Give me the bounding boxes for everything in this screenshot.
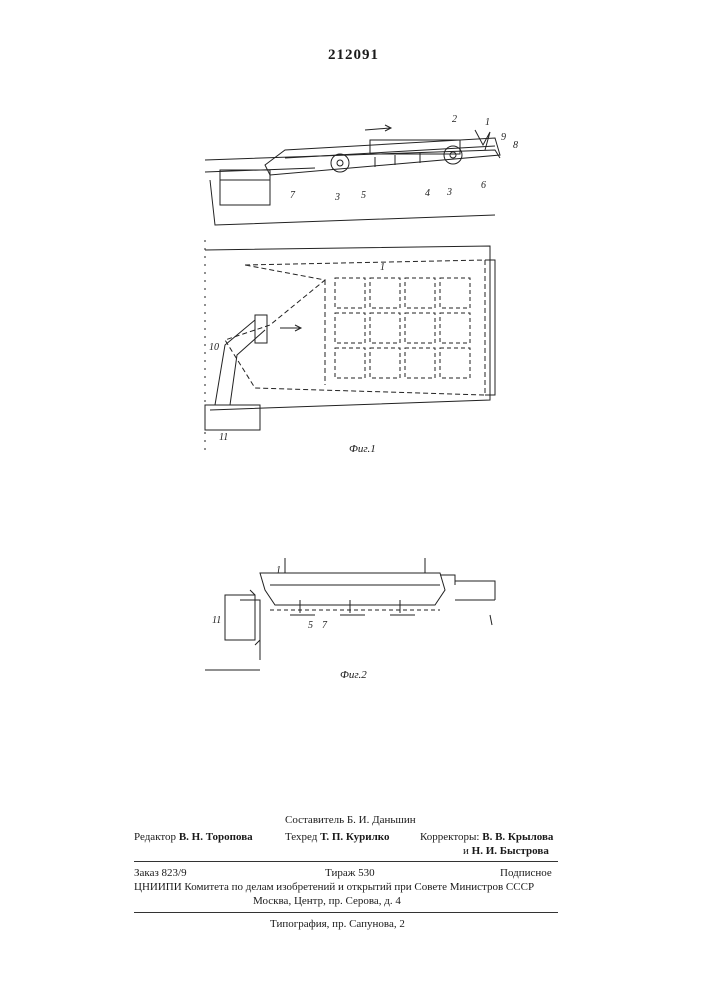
svg-text:6: 6: [481, 180, 486, 191]
corrector-1: В. В. Крылова: [482, 831, 553, 843]
editor-line: Редактор В. Н. Торопова: [134, 830, 253, 845]
address: Москва, Центр, пр. Серова, д. 4: [253, 894, 401, 909]
svg-text:10: 10: [209, 342, 219, 353]
svg-text:3: 3: [446, 187, 452, 198]
corrector-2: Н. И. Быстрова: [472, 845, 549, 857]
figure-2-caption: Фиг.2: [340, 669, 367, 681]
institute: ЦНИИПИ Комитета по делам изобретений и о…: [134, 880, 534, 895]
svg-text:3: 3: [334, 192, 340, 203]
tech-name: Т. П. Курилко: [320, 831, 389, 843]
tech-prefix: Техред: [285, 831, 317, 843]
svg-text:7: 7: [322, 620, 328, 631]
subscription: Подписное: [500, 866, 552, 881]
correctors-prefix: Корректоры:: [420, 831, 479, 843]
svg-text:7: 7: [290, 190, 296, 201]
svg-text:8: 8: [513, 140, 518, 151]
correctors-line: Корректоры: В. В. Крылова: [420, 830, 553, 845]
svg-text:1: 1: [380, 262, 385, 273]
corrector-2-line: и Н. И. Быстрова: [463, 844, 549, 859]
editor-name: В. Н. Торопова: [179, 831, 253, 843]
svg-text:5: 5: [308, 620, 313, 631]
figure-2-drawing: 1 11 5 7: [200, 545, 500, 680]
svg-text:11: 11: [212, 615, 221, 626]
composer-line: Составитель Б. И. Даньшин: [285, 813, 416, 828]
printing-house: Типография, пр. Сапунова, 2: [270, 917, 405, 932]
patent-number: 212091: [0, 47, 707, 64]
print-run: Тираж 530: [325, 866, 375, 881]
svg-text:1: 1: [276, 565, 281, 576]
svg-text:11: 11: [219, 432, 228, 443]
svg-text:4: 4: [425, 188, 430, 199]
svg-text:9: 9: [501, 132, 506, 143]
svg-text:5: 5: [361, 190, 366, 201]
tech-line: Техред Т. П. Курилко: [285, 830, 389, 845]
svg-text:1: 1: [485, 117, 490, 128]
editor-prefix: Редактор: [134, 831, 176, 843]
figure-1-caption: Фиг.1: [349, 443, 376, 455]
imprint-rule-2: [134, 912, 558, 913]
svg-text:2: 2: [452, 114, 457, 125]
order-number: Заказ 823/9: [134, 866, 187, 881]
corrector-2-prefix: и: [463, 845, 469, 857]
imprint-rule-1: [134, 861, 558, 862]
figure-1-drawing: 2 1 9 8 3 5 4 3 6 7 1 10 11: [195, 110, 525, 460]
